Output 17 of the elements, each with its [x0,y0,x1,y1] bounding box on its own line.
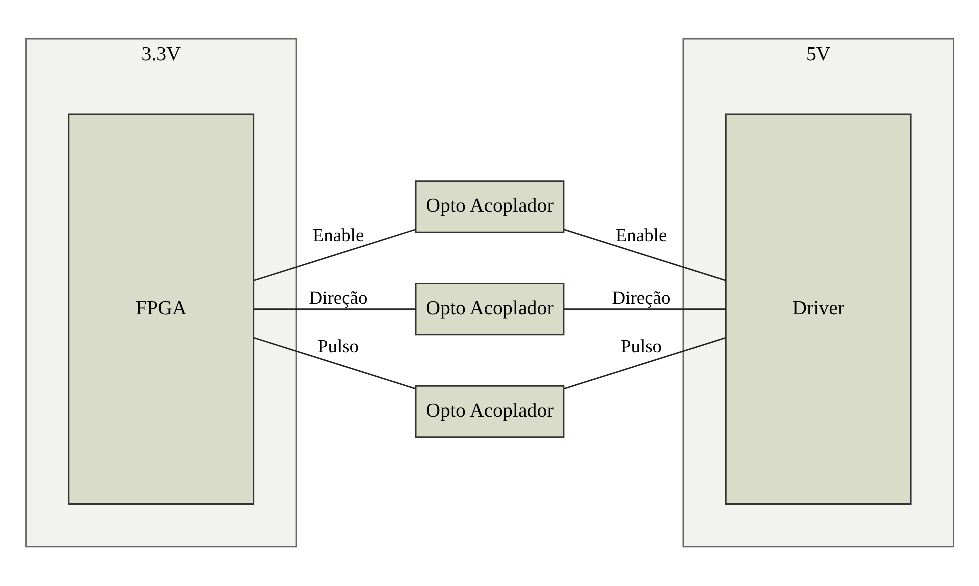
node-box: Opto Acoplador [414,385,564,438]
node-box: Opto Acoplador [414,180,564,234]
edge-label: Pulso [317,336,359,357]
edge-label: Enable [615,226,667,246]
edge-label: Direção [612,288,670,308]
connector [563,337,726,390]
node-box: Driver [724,114,912,505]
connector [253,337,416,390]
node-box: FPGA [68,114,254,505]
connector [564,308,726,310]
edge-label: Pulso [620,336,662,357]
connector [253,229,416,282]
connector [563,229,726,282]
edge-label: Direção [308,288,368,308]
edge-label: Enable [312,226,364,246]
node-box: Opto Acoplador [414,283,564,336]
connector [253,308,416,310]
